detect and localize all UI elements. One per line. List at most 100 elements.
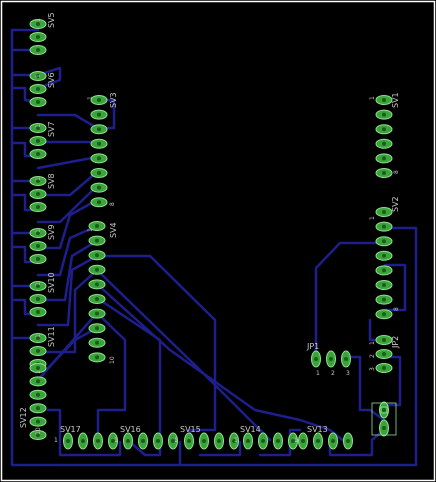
sv4-pad-1 [88,221,106,231]
pin-num-jp2-3: 3 [369,367,376,371]
trace-jp1-to-cap [344,355,386,422]
trace-sv9-to-sv3 [36,184,99,224]
sv4-pad-5 [88,279,106,290]
pin-num-sv12-1: 1 [35,370,42,374]
sv12-pad-3 [29,389,47,400]
sv9-pad-1 [29,228,47,238]
pin-num-sv6-1: 1 [35,74,42,78]
label-sv7: SV7 [47,121,56,137]
sv2-pad-8 [375,309,393,320]
label-sv1: SV1 [391,92,400,108]
pin-num-sv9-1: 1 [35,229,42,233]
sv16-pad-1 [123,432,133,450]
sv6-pad-1 [29,71,47,81]
pin-num-sv17-1: 1 [54,437,58,444]
label-sv11: SV11 [47,326,56,347]
sv16-pad-2 [138,432,148,450]
sv12-pad-5 [29,416,47,427]
label-sv4: SV4 [109,222,118,238]
sv3-pad-3 [90,124,108,135]
trace-sv12-to-sv16 [46,408,122,457]
label-sv15: SV15 [180,425,201,434]
sv10-pad-2 [29,294,47,304]
sv1-pad-6 [375,168,393,178]
sv16-pad-4 [168,432,178,450]
sv12-pad-2 [29,376,47,387]
sv4-pad-10 [88,352,106,363]
trace-sv2-to-jp1 [314,241,387,359]
sv4-pad-7 [88,308,106,319]
sv7-pad-1 [29,123,47,133]
sv5-pad-3 [29,45,47,55]
trace-sv11-c [36,268,99,354]
copper-traces [10,28,418,467]
sv13-pad-2 [313,432,323,450]
sv7-pad-2 [29,136,47,146]
jp1-pad-2 [326,350,336,368]
sv3-pad-4 [90,138,108,149]
sv13-pad-1 [298,432,308,450]
pin-num-sv2-8: 8 [393,307,400,311]
label-sv8: SV8 [47,173,56,189]
trace-sv6 [10,66,62,90]
cap-pad-2 [379,419,389,437]
pin-num-sv8-1: 1 [35,177,42,181]
sv10-pad-3 [29,307,47,317]
sv14-pad-1 [243,432,253,450]
sv10-pad-1 [29,281,47,291]
pin-num-sv3-8: 8 [109,202,116,206]
sv9-pad-2 [29,241,47,251]
pin-num-sv12-10: 10 [35,427,42,435]
label-sv14: SV14 [240,425,261,434]
capacitor-outline [371,402,397,436]
sv12-pad-4 [29,403,47,414]
jp2-pad-1 [375,335,393,345]
sv15-pad-1 [184,432,194,450]
sv2-pad-5 [375,265,393,276]
pin-num-sv4-10: 10 [109,356,116,364]
sv15-pad-3 [214,432,224,450]
pin-num-sv1-8: 8 [393,170,400,174]
sv14-pad-2 [258,432,268,450]
trace-sv15-sv14 [198,440,242,457]
sv3-pad-7 [90,182,108,193]
pin-num-sv15-1: 1 [174,437,178,444]
sv12-pad-6 [29,430,47,440]
label-sv2: SV2 [391,196,400,212]
sv17-pad-3 [93,432,103,450]
sv1-pad-4 [375,138,393,149]
trace-sv4-to-sv16 [95,296,162,457]
pin-num-jp1-3: 3 [346,370,350,377]
sv16-pad-3 [153,432,163,450]
sv2-pad-2 [375,221,393,232]
label-sv13: SV13 [307,425,328,434]
cap-pad-1 [379,401,389,419]
sv2-pad-1 [375,207,393,217]
label-sv17: SV17 [60,425,81,434]
sv4-pad-9 [88,337,106,348]
sv17-pad-2 [78,432,88,450]
sv2-pad-3 [375,236,393,247]
sv4-pad-4 [88,264,106,275]
label-sv12: SV12 [19,407,28,428]
pin-num-jp1-1: 1 [316,370,320,377]
sv17-pad-1 [63,432,73,450]
trace-sv8-c [36,170,99,197]
jp1-pad-1 [311,350,321,368]
trace-sv10-c [36,239,99,302]
sv1-pad-1 [375,95,393,105]
sv17-pad-4 [108,432,118,450]
sv4-pad-2 [88,235,106,246]
trace-cap-to-sv13 [328,428,386,457]
label-sv10: SV10 [47,272,56,293]
label-sv3: SV3 [109,92,118,108]
pin-num-sv2-1: 1 [369,216,376,220]
sv6-pad-3 [29,97,47,107]
sv13-pad-3 [328,432,338,450]
pin-num-sv3-1: 1 [87,96,94,100]
trace-right-bus [178,226,418,467]
sv2-pad-7 [375,294,393,305]
sv3-pad-1 [90,95,108,105]
sv2-pad-6 [375,280,393,290]
